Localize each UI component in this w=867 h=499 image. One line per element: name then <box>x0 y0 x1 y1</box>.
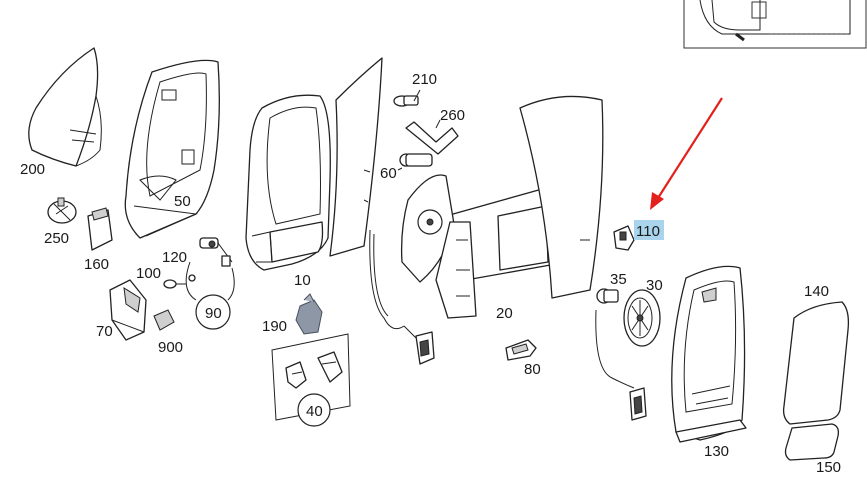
callout-35[interactable]: 35 <box>610 271 627 288</box>
callout-40[interactable]: 40 <box>306 403 323 420</box>
part-190-connector[interactable] <box>295 293 323 335</box>
callout-260[interactable]: 260 <box>440 107 465 124</box>
callout-120[interactable]: 120 <box>162 249 187 266</box>
part-160-cover[interactable] <box>87 207 113 251</box>
callout-110-highlight <box>634 220 664 240</box>
part-150-wide-angle-glass[interactable] <box>784 423 840 461</box>
callout-160[interactable]: 160 <box>84 256 109 273</box>
vehicle-locator-inset <box>683 0 867 49</box>
callout-20[interactable]: 20 <box>496 305 513 322</box>
callout-30[interactable]: 30 <box>646 277 663 294</box>
callout-110[interactable]: 110 <box>636 223 660 240</box>
part-140-mirror-glass[interactable] <box>782 301 850 425</box>
part-100-bulb[interactable] <box>163 274 196 289</box>
part-35-screw[interactable] <box>596 288 619 304</box>
callout-210[interactable]: 210 <box>412 71 437 88</box>
part-120-socket[interactable] <box>199 237 233 267</box>
callout-900[interactable]: 900 <box>158 339 183 356</box>
callout-250[interactable]: 250 <box>44 230 69 247</box>
part-260-l-key[interactable] <box>405 121 459 155</box>
part-40-bracket-kit[interactable] <box>271 333 351 427</box>
part-110-switch[interactable] <box>613 225 635 251</box>
part-30-motor[interactable] <box>623 289 661 347</box>
part-20-mirror-arm[interactable] <box>400 95 604 319</box>
part-10-back-panel <box>329 57 383 257</box>
part-50-mirror-housing[interactable] <box>124 59 220 239</box>
part-200-mirror-cap[interactable] <box>28 47 102 167</box>
callout-130[interactable]: 130 <box>704 443 729 460</box>
callout-90[interactable]: 90 <box>205 305 222 322</box>
callout-150[interactable]: 150 <box>816 459 841 476</box>
callout-100[interactable]: 100 <box>136 265 161 282</box>
part-80-clip[interactable] <box>505 339 537 361</box>
part-130-housing-frame[interactable] <box>671 265 747 443</box>
callout-200[interactable]: 200 <box>20 161 45 178</box>
callout-10[interactable]: 10 <box>294 272 311 289</box>
part-70-indicator-lamp[interactable] <box>109 279 147 341</box>
part-130-wiring-harness <box>595 309 647 421</box>
callout-190[interactable]: 190 <box>262 318 287 335</box>
callout-80[interactable]: 80 <box>524 361 541 378</box>
part-60-pin[interactable] <box>399 153 433 167</box>
callout-70[interactable]: 70 <box>96 323 113 340</box>
part-210-screw[interactable] <box>393 95 419 107</box>
red-arrow-indicator <box>650 97 723 210</box>
callout-60[interactable]: 60 <box>380 165 397 182</box>
callout-50[interactable]: 50 <box>174 193 191 210</box>
part-10-mirror-frame[interactable] <box>245 94 331 271</box>
part-90-wiring[interactable] <box>185 261 235 330</box>
leader-lines <box>397 89 441 171</box>
part-900-clip[interactable] <box>153 309 175 331</box>
callout-140[interactable]: 140 <box>804 283 829 300</box>
part-250-clip[interactable] <box>47 197 77 224</box>
part-20-wiring-harness <box>369 229 435 365</box>
